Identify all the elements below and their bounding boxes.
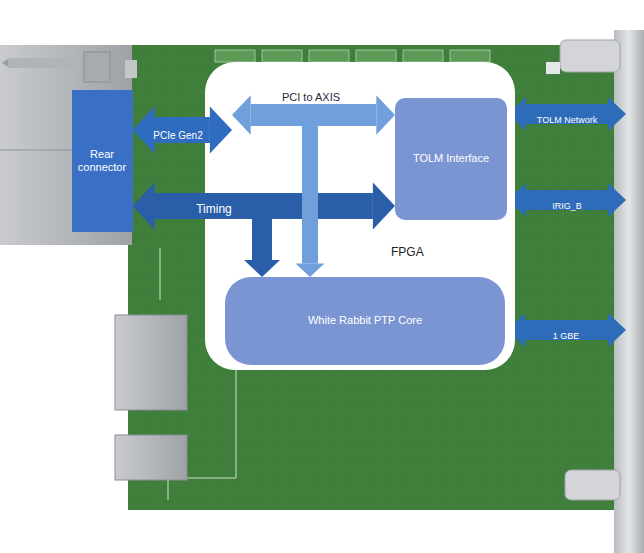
connector-block bbox=[115, 315, 187, 410]
arrow-head bbox=[133, 183, 155, 230]
signal-label: TOLM Network bbox=[537, 115, 597, 125]
pcb-trace bbox=[160, 248, 161, 300]
connector-block bbox=[115, 435, 187, 480]
arrow-shaft bbox=[251, 104, 377, 126]
edge-label: Timing bbox=[196, 202, 232, 216]
signal-label: IRIG_B bbox=[552, 201, 582, 211]
interface-block: TOLM Interface bbox=[395, 98, 507, 220]
arrow-head bbox=[296, 263, 325, 277]
arrow-head bbox=[373, 183, 395, 230]
node-text: TOLM Interface bbox=[410, 152, 492, 165]
guide-pin bbox=[8, 58, 80, 68]
node-text: White Rabbit PTP Core bbox=[305, 314, 425, 327]
arrow-head bbox=[232, 95, 251, 135]
core-block: White Rabbit PTP Core bbox=[225, 277, 505, 365]
arrow-head bbox=[376, 95, 395, 135]
rear-housing bbox=[0, 45, 132, 245]
edge-label: PCIe Gen2 bbox=[153, 130, 202, 141]
arrow-shaft bbox=[302, 126, 318, 263]
arrow-head bbox=[133, 107, 155, 154]
panel-handle bbox=[565, 470, 620, 500]
timing-branch-arrow bbox=[244, 219, 280, 277]
io-arrow bbox=[507, 97, 626, 347]
axis-branch-arrow bbox=[296, 126, 325, 277]
signal-label: 1 GBE bbox=[553, 331, 580, 341]
connector-box: Rear connector bbox=[72, 90, 133, 232]
arrow-shaft bbox=[155, 193, 373, 219]
bus-label: PCI to AXIS bbox=[282, 91, 340, 103]
panel-handle bbox=[560, 40, 620, 72]
node-text: Rear connector bbox=[72, 148, 133, 174]
arrow-head bbox=[210, 107, 232, 154]
arrow-shaft bbox=[252, 219, 272, 260]
top-connectors bbox=[215, 50, 490, 62]
arrow-head bbox=[244, 260, 280, 277]
pcie-arrow bbox=[133, 95, 396, 153]
node-text: FPGA bbox=[388, 245, 427, 259]
